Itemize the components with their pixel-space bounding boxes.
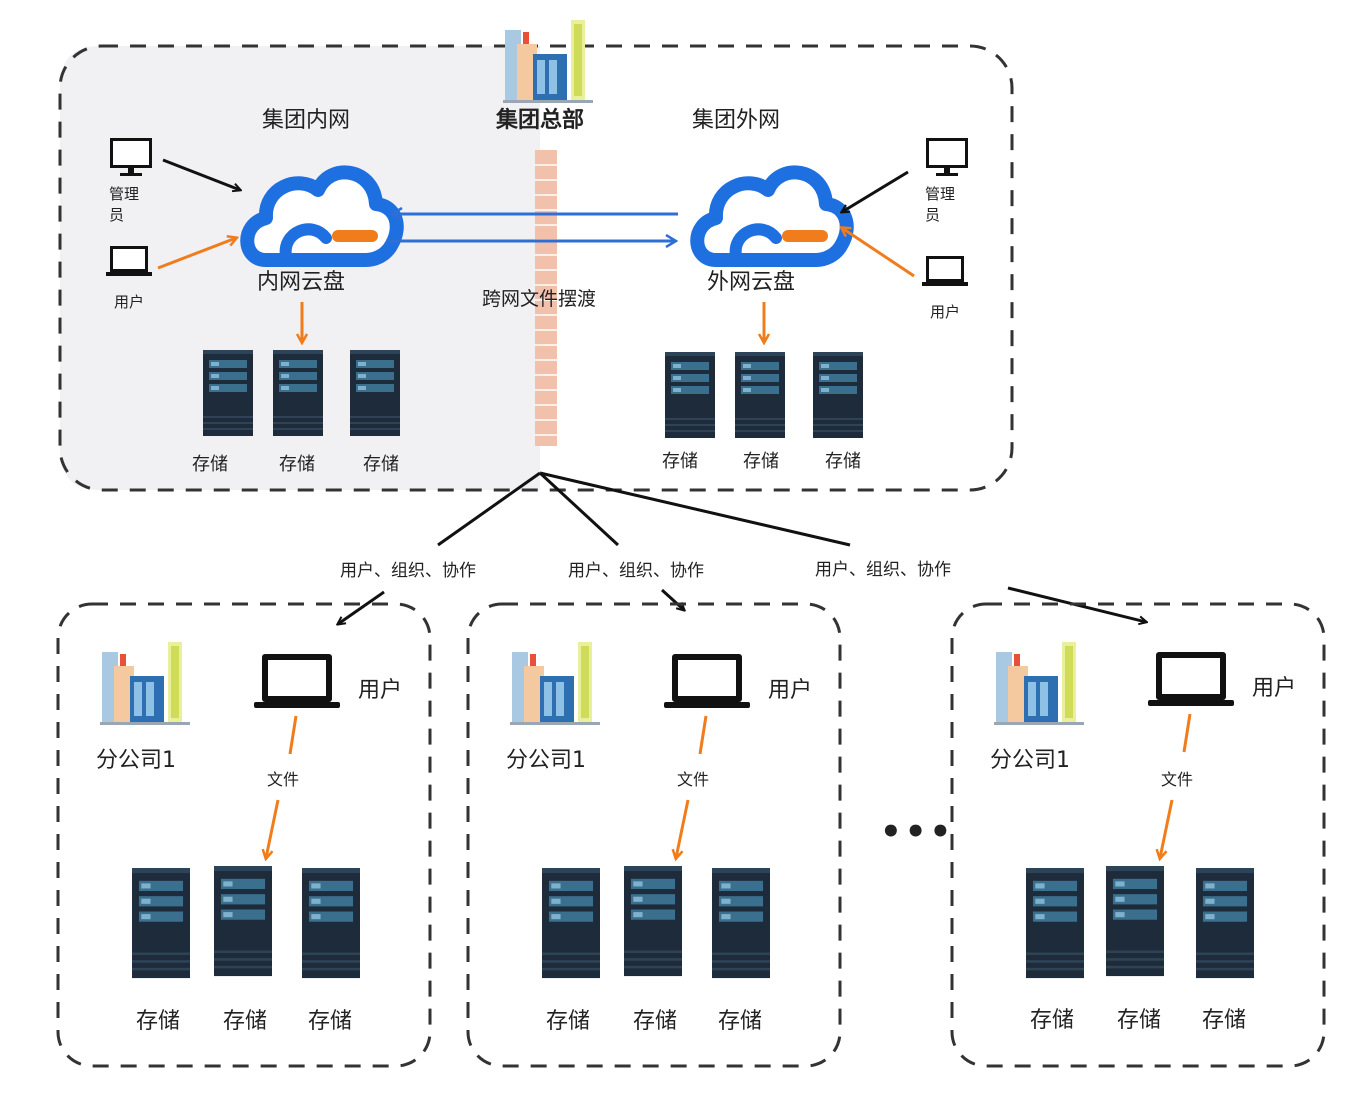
branch-zone-3 <box>950 602 1326 1068</box>
link-label-2: 用户、组织、协作 <box>568 561 704 581</box>
branch-2-file-label: 文件 <box>677 770 710 789</box>
link-label-3: 用户、组织、协作 <box>815 560 951 580</box>
intranet-zone-fill <box>60 46 540 490</box>
branch-3-building-icon <box>994 642 1084 725</box>
branch-1-file-label: 文件 <box>267 770 300 789</box>
extranet-storage-label-1: 存储 <box>662 451 698 472</box>
more-branches-ellipsis: ••• <box>880 812 955 852</box>
intranet-server-2 <box>273 350 323 436</box>
intranet-storage-label-2: 存储 <box>279 454 315 475</box>
intranet-storage-label-3: 存储 <box>363 454 399 475</box>
branch-1-laptop-to-file-line <box>288 715 298 755</box>
branch-1-server-1 <box>132 868 190 979</box>
branch-3-file-label: 文件 <box>1161 770 1194 789</box>
branch-3-storage-label-1: 存储 <box>1030 1008 1075 1033</box>
ferry-label: 跨网文件摆渡 <box>482 288 597 310</box>
branch-1-server-2 <box>214 866 272 977</box>
intranet-admin-label: 管理员 <box>109 185 140 224</box>
branch-3-server-1 <box>1026 868 1084 979</box>
branch-zone-2 <box>466 602 842 1068</box>
branch-2-server-3 <box>712 868 770 979</box>
branch-3-server-3 <box>1196 868 1254 979</box>
intranet-region-label: 集团内网 <box>262 108 351 133</box>
admin-to-extranet-arrow <box>842 170 909 212</box>
intranet-user-label: 用户 <box>114 293 145 311</box>
extranet-server-3 <box>813 352 863 438</box>
intranet-cloud-label: 内网云盘 <box>256 270 345 295</box>
branch-2-server-1 <box>542 868 600 979</box>
branch-2-laptop-to-file-line <box>698 715 708 755</box>
branch-1-user-label: 用户 <box>358 678 403 703</box>
user-to-extranet-arrow <box>842 228 915 278</box>
intranet-storage-label-1: 存储 <box>192 454 228 475</box>
extranet-cloud-label: 外网云盘 <box>706 270 795 295</box>
branch-3-file-to-storage-arrow <box>1160 799 1174 858</box>
branch-1-storage-label-1: 存储 <box>136 1009 181 1034</box>
branch-2-user-label: 用户 <box>768 678 813 703</box>
branch-1-building-icon <box>100 642 190 725</box>
extranet-admin-monitor-icon <box>926 138 968 176</box>
extranet-user-laptop-icon <box>922 256 968 286</box>
branch-2-storage-label-3: 存储 <box>718 1009 763 1034</box>
branch-3-server-2 <box>1106 866 1164 977</box>
branch-3-name: 分公司1 <box>990 748 1070 773</box>
branch-3-storage-label-3: 存储 <box>1202 1008 1247 1033</box>
branch-1-laptop-icon <box>254 654 340 708</box>
branch-1-server-3 <box>302 868 360 979</box>
extranet-server-2 <box>735 352 785 438</box>
admin-to-intranet-arrow <box>162 158 240 190</box>
branch-2-server-2 <box>624 866 682 977</box>
branch-2-laptop-icon <box>664 654 750 708</box>
branch-2-storage-label-2: 存储 <box>633 1009 678 1034</box>
branch-2-building-icon <box>510 642 600 725</box>
extranet-storage-label-3: 存储 <box>825 451 861 472</box>
extranet-server-1 <box>665 352 715 438</box>
extranet-admin-label: 管理员 <box>925 185 956 224</box>
link-label-1: 用户、组织、协作 <box>340 561 476 581</box>
branch-1-storage-label-2: 存储 <box>223 1009 268 1034</box>
hq-title: 集团总部 <box>496 108 585 133</box>
branch-3-laptop-to-file-line <box>1182 713 1192 753</box>
intranet-server-3 <box>350 350 400 436</box>
firewall-wall <box>535 150 557 446</box>
intranet-user-laptop-icon <box>106 246 152 276</box>
hq-building-icon <box>503 20 593 103</box>
extranet-user-label: 用户 <box>930 303 961 321</box>
extranet-region-label: 集团外网 <box>692 108 781 133</box>
intranet-server-1 <box>203 350 253 436</box>
branch-1-name: 分公司1 <box>96 748 176 773</box>
branch-3-storage-label-2: 存储 <box>1117 1008 1162 1033</box>
branch-2-name: 分公司1 <box>506 748 586 773</box>
hq-branch-links <box>338 471 1146 624</box>
branch-2-storage-label-1: 存储 <box>546 1009 591 1034</box>
branch-1-storage-label-3: 存储 <box>308 1009 353 1034</box>
extranet-cloud-icon <box>697 172 847 260</box>
branch-3-user-label: 用户 <box>1252 676 1297 701</box>
branch-2-file-to-storage-arrow <box>676 799 690 858</box>
branch-zone-1 <box>56 602 432 1068</box>
branch-3-laptop-icon <box>1148 652 1234 706</box>
branch-1-file-to-storage-arrow <box>266 799 280 858</box>
extranet-storage-label-2: 存储 <box>743 451 779 472</box>
user-to-intranet-arrow <box>157 238 236 270</box>
